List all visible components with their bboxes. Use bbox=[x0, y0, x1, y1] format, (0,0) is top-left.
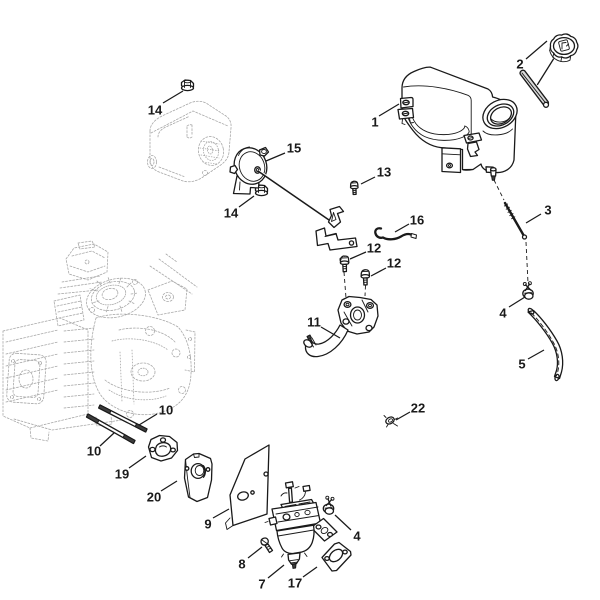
leader-line-20 bbox=[160, 480, 178, 492]
fuel-tank bbox=[397, 66, 518, 181]
wire-link bbox=[374, 227, 417, 241]
leader-line-13 bbox=[360, 176, 376, 185]
callout-label-14b: 14 bbox=[224, 206, 239, 221]
leader-line-19 bbox=[128, 455, 147, 469]
leader-line-9 bbox=[212, 508, 230, 519]
callout-label-11: 11 bbox=[307, 315, 321, 330]
callout-label-5: 5 bbox=[518, 357, 525, 372]
flange-nut-upper bbox=[180, 79, 195, 92]
callout-label-1: 1 bbox=[371, 115, 378, 130]
intake-manifold bbox=[303, 295, 379, 358]
backing-plate bbox=[225, 444, 270, 530]
leader-line-5 bbox=[527, 349, 545, 360]
leader-line-1 bbox=[378, 103, 400, 117]
leader-line-15 bbox=[265, 152, 286, 162]
hose-clamp-upper bbox=[522, 281, 534, 300]
leader-line-10b bbox=[99, 432, 115, 447]
stud-upper bbox=[98, 404, 148, 433]
leader-line-14a bbox=[162, 90, 184, 104]
fuel-cap bbox=[519, 33, 579, 108]
callout-label-12b: 12 bbox=[387, 256, 401, 271]
callout-label-9: 9 bbox=[204, 517, 211, 532]
callout-label-3: 3 bbox=[544, 203, 551, 218]
callout-label-14a: 14 bbox=[148, 103, 163, 118]
callout-label-4b: 4 bbox=[353, 529, 361, 544]
callout-label-7: 7 bbox=[258, 577, 265, 592]
leader-line-14b bbox=[238, 195, 255, 208]
leader-line-17 bbox=[302, 566, 318, 578]
callout-label-15: 15 bbox=[287, 141, 301, 156]
leader-line-4b bbox=[334, 514, 352, 531]
manifold-gasket bbox=[147, 434, 179, 462]
leader-line-22 bbox=[395, 411, 411, 421]
callout-label-17: 17 bbox=[288, 576, 302, 591]
assembly-lines bbox=[343, 179, 529, 299]
parts-layer bbox=[85, 33, 579, 572]
carburetor bbox=[264, 481, 338, 569]
screw-13 bbox=[349, 180, 359, 196]
leader-line-4a bbox=[508, 296, 526, 308]
fuel-pipe bbox=[503, 201, 528, 240]
leader-line-12b bbox=[370, 267, 387, 277]
screw-12a bbox=[339, 255, 350, 273]
leader-line-12a bbox=[349, 251, 367, 260]
callout-label-12a: 12 bbox=[367, 241, 381, 256]
leader-line-16 bbox=[394, 223, 410, 233]
leader-line-2 bbox=[525, 40, 548, 60]
fuel-hose bbox=[527, 307, 564, 382]
leader-line-3 bbox=[525, 213, 542, 224]
screw-12b bbox=[360, 269, 371, 286]
callout-label-8: 8 bbox=[238, 557, 245, 572]
callout-label-19: 19 bbox=[115, 467, 129, 482]
callout-label-10b: 10 bbox=[87, 444, 101, 459]
callout-label-16: 16 bbox=[410, 213, 424, 228]
clip bbox=[383, 415, 398, 428]
screw-8 bbox=[260, 537, 274, 554]
callout-label-13: 13 bbox=[377, 165, 391, 180]
callout-label-4a: 4 bbox=[499, 306, 507, 321]
governor-control bbox=[229, 146, 358, 251]
leader-line-8 bbox=[247, 546, 263, 559]
leader-line-11 bbox=[320, 326, 341, 339]
callout-label-10a: 10 bbox=[159, 403, 173, 418]
callout-label-20: 20 bbox=[147, 490, 161, 505]
engine-block-reference bbox=[2, 240, 198, 442]
carburetor-gasket bbox=[321, 541, 352, 572]
callout-label-2: 2 bbox=[516, 57, 523, 72]
stud-lower bbox=[85, 413, 136, 445]
callout-label-22: 22 bbox=[411, 401, 425, 416]
muffler-reference bbox=[147, 100, 232, 183]
leader-line-10a bbox=[138, 413, 158, 426]
leader-line-7 bbox=[267, 564, 285, 579]
hose-clamp-lower bbox=[322, 495, 335, 515]
spacer bbox=[183, 452, 213, 503]
